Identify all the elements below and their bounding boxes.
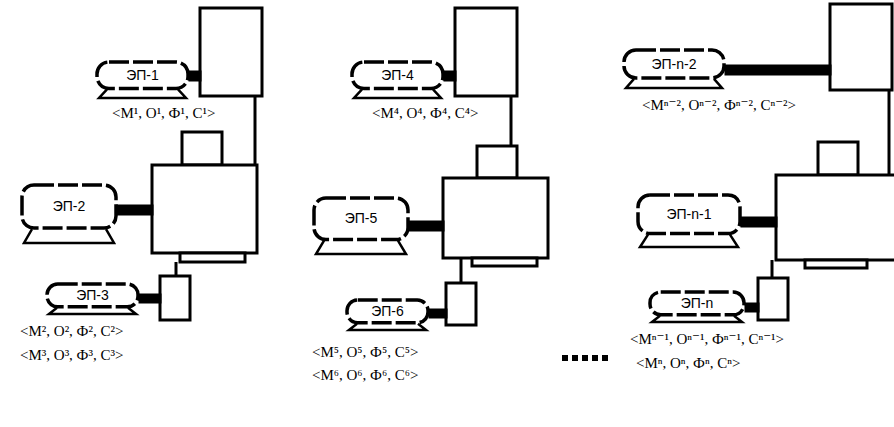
control-cabinet (830, 4, 892, 90)
cable-line (254, 96, 257, 165)
gear-box (446, 283, 476, 325)
control-cabinet (200, 8, 262, 96)
electric-drive: ЭП-n (648, 290, 746, 324)
shaft-bar (726, 66, 830, 74)
machine-table (472, 258, 537, 266)
shaft-bar (190, 72, 200, 80)
parameter-tuple: <М³, О³, Ф³, С³> (18, 346, 125, 364)
shaft-bar (742, 218, 776, 226)
shaft-bar (140, 295, 160, 302)
shaft-bar (430, 310, 446, 317)
machine-head (477, 146, 517, 178)
shaft-bar (410, 222, 443, 230)
machine-body (443, 178, 548, 258)
control-cabinet (455, 8, 517, 96)
cable-line (888, 90, 891, 175)
machine-body (776, 175, 894, 260)
drive-label: ЭП-1 (95, 67, 190, 84)
shaft-bar (746, 304, 758, 311)
electric-drive: ЭП-n-1 (636, 193, 742, 249)
cable-line (175, 262, 178, 276)
gear-box (758, 278, 788, 320)
drive-label: ЭП-n-1 (636, 206, 742, 223)
machine-head (818, 142, 858, 175)
parameter-tuple: <М⁵, О⁵, Ф⁵, С⁵> (310, 343, 420, 361)
electric-drive: ЭП-1 (95, 60, 190, 100)
drive-label: ЭП-6 (345, 303, 430, 320)
gear-box (160, 276, 190, 320)
drive-label: ЭП-3 (45, 287, 140, 304)
electric-drive: ЭП-6 (345, 298, 430, 332)
continuation-dots (562, 355, 608, 361)
cable-line (771, 260, 774, 278)
parameter-tuple: <Мⁿ⁻², Оⁿ⁻², Фⁿ⁻², Сⁿ⁻²> (640, 96, 798, 114)
parameter-tuple: <М¹, О¹, Ф¹, С¹> (110, 104, 217, 122)
parameter-tuple: <М⁴, О⁴, Ф⁴, С⁴> (370, 104, 480, 122)
drive-label: ЭП-n-2 (622, 56, 726, 73)
shaft-bar (445, 72, 455, 80)
electric-drive: ЭП-4 (350, 60, 445, 100)
electric-drive: ЭП-2 (20, 183, 118, 245)
electric-drive: ЭП-5 (312, 196, 410, 256)
shaft-bar (118, 206, 152, 214)
parameter-tuple: <М⁶, О⁶, Ф⁶, С⁶> (310, 366, 420, 384)
machine-table (805, 260, 867, 268)
machine-head (182, 132, 222, 165)
parameter-tuple: <Мⁿ, Оⁿ, Фⁿ, Сⁿ> (634, 354, 742, 372)
drive-label: ЭП-4 (350, 67, 445, 84)
machine-table (180, 253, 245, 262)
drive-label: ЭП-5 (312, 210, 410, 227)
electric-drive: ЭП-n-2 (622, 48, 726, 90)
parameter-tuple: <М², О², Ф², С²> (18, 322, 125, 340)
cable-line (460, 258, 463, 283)
parameter-tuple: <Мⁿ⁻¹, Оⁿ⁻¹, Фⁿ⁻¹, Сⁿ⁻¹> (628, 330, 786, 348)
drive-label: ЭП-2 (20, 198, 118, 215)
electric-drive: ЭП-3 (45, 282, 140, 316)
machine-body (152, 165, 257, 253)
drive-label: ЭП-n (648, 295, 746, 312)
